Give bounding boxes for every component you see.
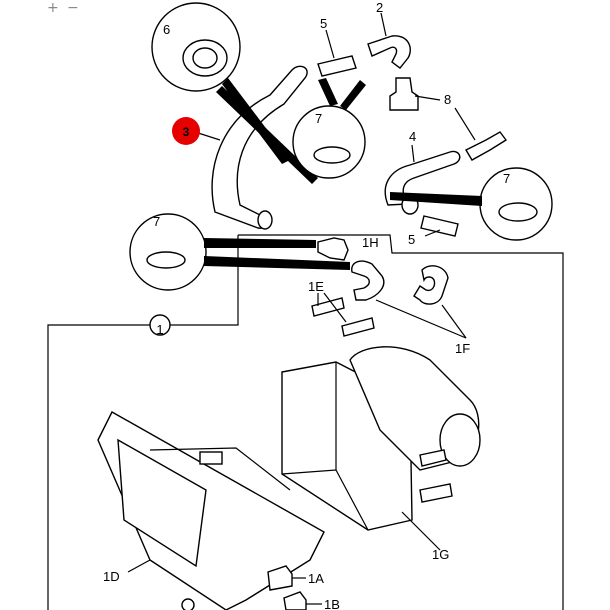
label-7-right: 7 [503,171,510,186]
pointer-7-top-b [340,80,366,110]
connector-1e-a[interactable] [311,297,345,317]
callout-circle-7-top [292,105,366,179]
zoom-in-button[interactable]: + [47,0,59,16]
connector-5-lower[interactable] [420,215,459,237]
fastener-small [181,598,195,610]
bracket-1d-cutout [117,438,207,568]
fitting-8-top[interactable] [389,77,419,111]
callout-3-highlight[interactable] [172,117,200,145]
label-6: 6 [163,22,170,37]
hose-4[interactable] [384,150,461,206]
pointer-6-b [216,86,318,184]
heater-pipe-b [419,483,453,503]
pointer-7-right [390,192,482,206]
fitting-8-right[interactable] [465,131,508,161]
label-2: 2 [376,0,383,15]
heater-pipe-a [419,449,447,467]
leader-2 [380,12,387,37]
label-1e: 1E [308,279,324,294]
leader-1d [127,559,151,573]
elbow-2[interactable] [367,35,411,69]
label-1b: 1B [324,597,340,610]
label-3: 3 [183,125,190,139]
pointer-7-top-a [318,78,338,106]
label-5-top: 5 [320,16,327,31]
clamp-7-right[interactable] [498,202,538,222]
grommet-6-inner [192,47,218,69]
callout-circle-1 [149,314,171,336]
label-1: 1 [156,322,163,337]
leader-1f-a [441,304,467,339]
connector-5-top[interactable] [317,55,357,77]
pointer-7-left-a [204,238,316,248]
leader-8-a [414,95,441,101]
label-1f: 1F [455,341,470,356]
assembly-frame-outline [47,234,564,610]
bracket-1d-slot [199,451,223,465]
leader-4 [411,144,415,163]
leader-1g [401,511,441,551]
label-5-lower: 5 [408,232,415,247]
label-4: 4 [409,129,416,144]
label-1h: 1H [362,235,379,250]
hose-3-end [257,210,273,230]
label-1a: 1A [308,571,324,586]
label-7-left: 7 [153,214,160,229]
fastener-1a[interactable] [267,565,293,591]
heater-core-end [439,413,481,467]
leader-5-top [325,29,335,59]
hose-1f-a[interactable] [351,260,385,301]
leader-8-b [454,107,476,141]
bracket-1d-edge [149,447,291,491]
pointer-7-left-b [204,256,350,270]
connector-1e-b[interactable] [341,317,375,337]
leader-5-lower [424,229,441,237]
heater-box-edges [281,362,369,531]
label-7-top: 7 [315,111,322,126]
label-1d: 1D [103,569,120,584]
hose-1f-b[interactable] [413,265,449,305]
leader-1e-b [323,292,347,323]
label-8: 8 [444,92,451,107]
label-1g: 1G [432,547,449,562]
zoom-out-button[interactable]: − [67,0,79,16]
fastener-1b[interactable] [283,591,307,610]
clamp-7-top[interactable] [313,146,351,164]
leader-1f-b [375,299,467,339]
tee-1h[interactable] [317,237,349,261]
clamp-7-left[interactable] [146,251,186,269]
